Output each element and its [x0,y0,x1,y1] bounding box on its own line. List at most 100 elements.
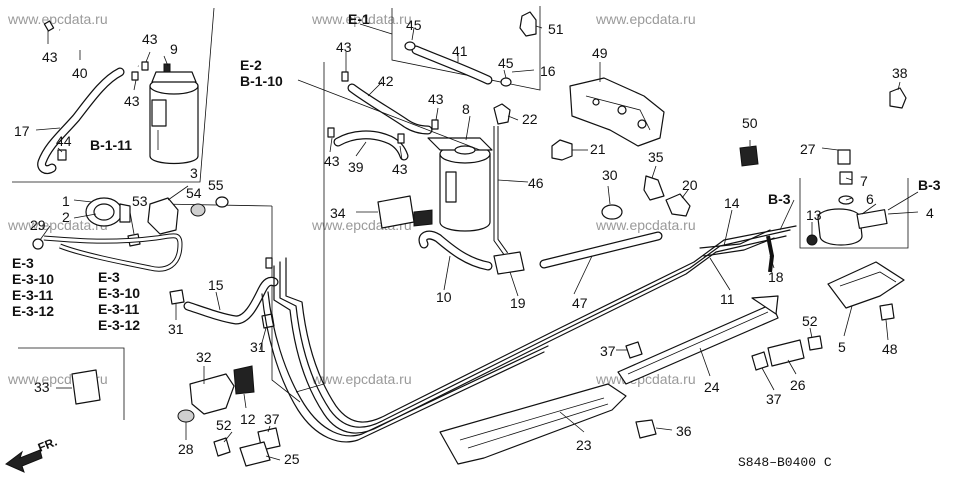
callout-52: 52 [802,313,818,329]
callout-8: 8 [462,101,470,117]
callout-17: 17 [14,123,30,139]
fr-arrow-icon [5,449,43,473]
callout-31: 31 [168,321,184,337]
callout-32: 32 [196,349,212,365]
joint-22 [493,103,511,125]
center-top-group [327,11,573,256]
clip-43 [431,119,439,130]
ref-b3-right: B-3 [918,177,941,193]
clip-38 [889,87,907,109]
callout-33: 33 [34,379,50,395]
washer-13 [806,234,818,246]
small-parts-right [601,87,907,220]
ref-b110: B-1-10 [240,73,283,89]
ref-e311: E-3-11 [12,287,53,303]
bolt-48 [879,303,895,321]
clip-43 [327,127,335,138]
ref-e311: E-3-11 [98,301,139,317]
watermark: www.epcdata.ru [595,11,696,27]
bolt-52 [213,437,231,457]
protector-24 [617,303,779,385]
callout-12: 12 [240,411,256,427]
callout-21: 21 [590,141,606,157]
grommet-54 [190,203,206,217]
callout-20: 20 [682,177,698,193]
callout-19: 19 [510,295,526,311]
callout-44: 44 [56,133,72,149]
callout-29: 29 [30,217,46,233]
callout-39: 39 [348,159,364,175]
fuel-filter-4 [817,208,863,246]
ref-e310: E-3-10 [12,271,54,287]
grommet-12 [233,365,255,395]
callout-16: 16 [540,63,556,79]
callout-40: 40 [72,65,88,81]
clip-33 [71,369,101,405]
callout-6: 6 [866,191,874,207]
callout-51: 51 [548,21,564,37]
grommet-34 [377,195,433,229]
callout-38: 38 [892,65,908,81]
hose-15-group [169,257,279,329]
protectors [439,261,905,465]
clip-43 [141,61,149,71]
callout-43: 43 [428,91,444,107]
callout-43: 43 [42,49,58,65]
callout-43: 43 [392,161,408,177]
callout-49: 49 [592,45,608,61]
fitting [265,257,273,269]
clip-43 [131,71,139,81]
callout-28: 28 [178,441,194,457]
callout-55: 55 [208,177,224,193]
callout-47: 47 [572,295,588,311]
joint-20 [665,193,691,217]
callout-42: 42 [378,73,394,89]
bottom-right-parts [625,303,895,439]
callout-48: 48 [882,341,898,357]
callout-1: 1 [62,193,70,209]
callout-24: 24 [704,379,720,395]
watermark: www.epcdata.ru [7,217,108,233]
callout-18: 18 [768,269,784,285]
fuel-filter-group [766,149,888,273]
ref-e310: E-3-10 [98,285,140,301]
left-middle-group [32,196,229,272]
callout-26: 26 [790,377,806,393]
callout-30: 30 [602,167,618,183]
callout-52: 52 [216,417,232,433]
watermark: www.epcdata.ru [311,11,412,27]
watermark: www.epcdata.ru [595,217,696,233]
watermark: www.epcdata.ru [7,11,108,27]
callout-14: 14 [724,195,740,211]
inset-border-left [12,7,215,183]
callout-23: 23 [576,437,592,453]
callout-36: 36 [676,423,692,439]
callout-3: 3 [190,165,198,181]
clamp-44 [57,149,67,161]
leader-lines [35,23,919,461]
watermark: www.epcdata.ru [311,371,412,387]
valve-3 [147,197,179,235]
ref-e1: E-1 [348,11,370,27]
callout-9: 9 [170,41,178,57]
callout-5: 5 [838,339,846,355]
callout-7: 7 [860,173,868,189]
callout-37: 37 [264,411,280,427]
callout-54: 54 [186,185,202,201]
ref-e3: E-3 [12,255,34,271]
bolt-27 [837,149,851,165]
callout-34: 34 [330,205,346,221]
clip-45 [500,77,512,87]
callout-11: 11 [720,291,735,307]
guide-line [159,203,273,207]
protector-5 [827,261,905,309]
clip-55 [215,196,229,208]
joint-19 [493,251,525,275]
callout-10: 10 [436,289,452,305]
clamp-30 [601,204,623,220]
top-left-group [37,20,199,175]
callout-46: 46 [528,175,544,191]
valve-2-body [119,203,131,223]
